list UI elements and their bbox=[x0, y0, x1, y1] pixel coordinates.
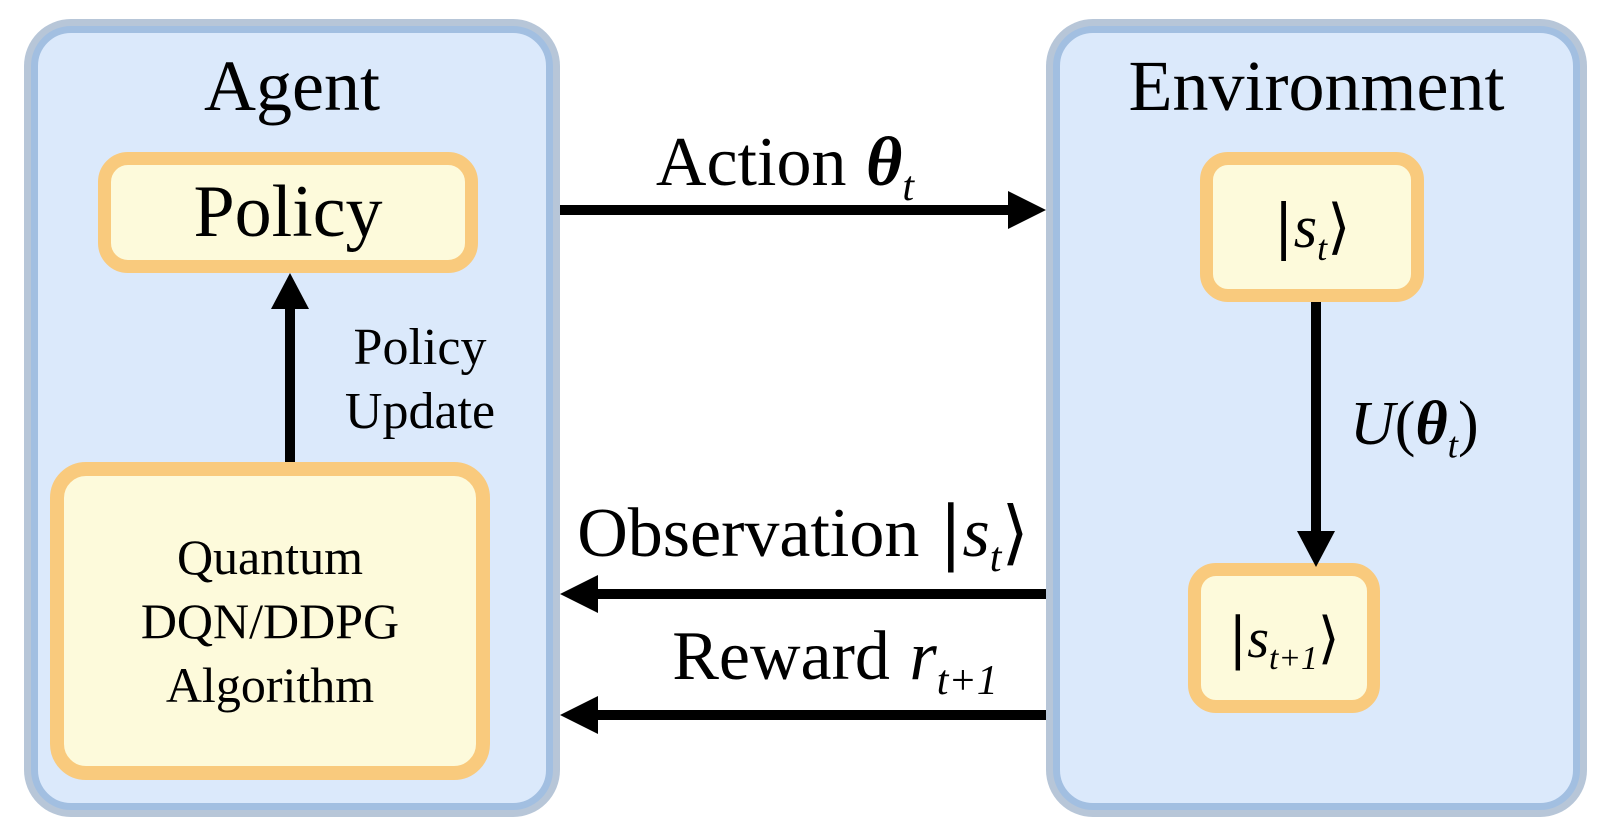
policy-update-label: Policy Update bbox=[330, 316, 510, 444]
action-arrow-shaft bbox=[560, 205, 1008, 215]
unitary-symbol: U bbox=[1350, 390, 1395, 458]
quantum-algorithm-node: Quantum DQN/DDPG Algorithm bbox=[50, 462, 490, 780]
policy-update-label-line-2: Update bbox=[344, 383, 496, 440]
reward-arrowhead-icon bbox=[560, 696, 598, 734]
observation-label: Observation|st⟩ bbox=[577, 491, 1029, 581]
unitary-arrowhead-icon bbox=[1297, 531, 1335, 567]
reward-label-text: Reward bbox=[672, 618, 890, 695]
state-t-formula: |st⟩ bbox=[1273, 192, 1351, 268]
observation-arrow bbox=[560, 575, 1046, 613]
policy-node: Policy bbox=[98, 152, 478, 273]
policy-update-arrow bbox=[271, 273, 309, 462]
state-t-plus-1-node: |st+1⟩ bbox=[1188, 563, 1380, 713]
policy-node-label: Policy bbox=[193, 171, 383, 253]
environment-title: Environment bbox=[1128, 46, 1505, 126]
unitary-label: U(θt) bbox=[1350, 390, 1479, 467]
state-t-node: |st⟩ bbox=[1200, 152, 1424, 302]
observation-arrowhead-icon bbox=[560, 575, 598, 613]
observation-label-text: Observation bbox=[577, 495, 920, 572]
policy-update-arrow-shaft bbox=[285, 309, 295, 462]
observation-arrow-shaft bbox=[598, 589, 1046, 599]
action-label-text: Action bbox=[655, 124, 847, 201]
action-arrowhead-icon bbox=[1008, 191, 1046, 229]
theta-symbol: θ bbox=[866, 124, 903, 201]
quantum-algorithm-line-2: DQN/DDPG bbox=[140, 593, 400, 649]
policy-update-label-line-1: Policy bbox=[353, 319, 487, 376]
policy-update-arrowhead-icon bbox=[271, 273, 309, 309]
quantum-algorithm-line-3: Algorithm bbox=[165, 657, 375, 713]
reward-arrow bbox=[560, 696, 1046, 734]
reward-arrow-shaft bbox=[598, 710, 1046, 720]
action-arrow bbox=[560, 191, 1046, 229]
unitary-arrow-shaft bbox=[1311, 302, 1321, 531]
quantum-algorithm-line-1: Quantum bbox=[176, 529, 364, 585]
unitary-evolution-arrow bbox=[1297, 302, 1335, 567]
agent-title: Agent bbox=[204, 46, 380, 126]
state-t-plus-1-formula: |st+1⟩ bbox=[1228, 605, 1340, 677]
reward-symbol: r bbox=[909, 618, 937, 695]
theta-symbol: θ bbox=[1415, 390, 1448, 458]
